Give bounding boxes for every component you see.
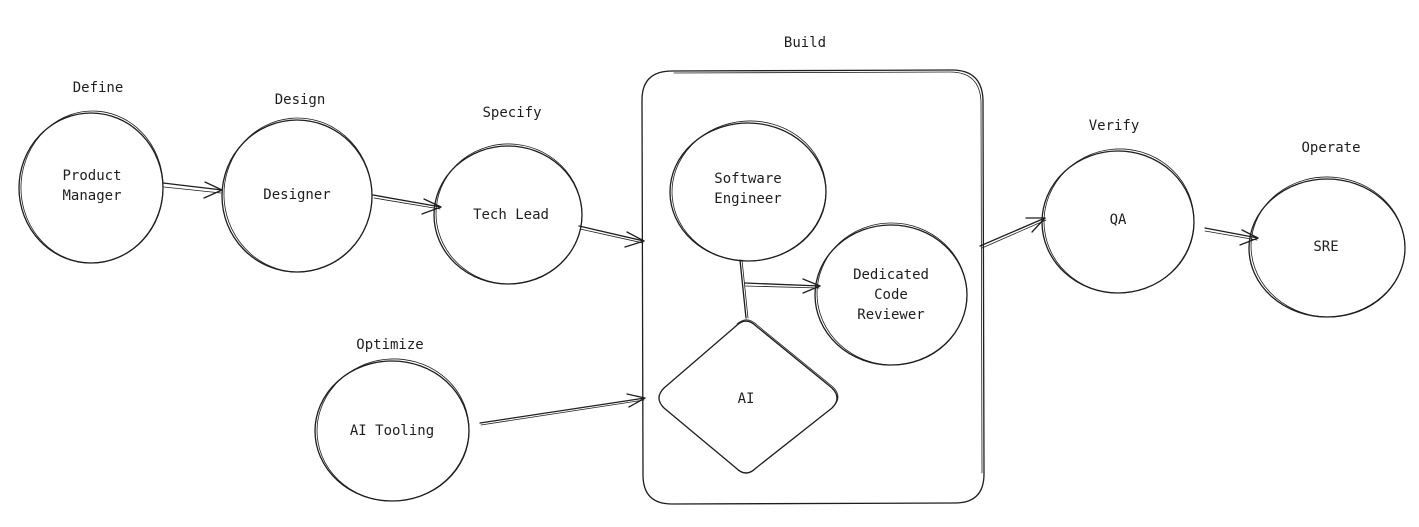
node-product-manager-line-1: Product bbox=[62, 168, 122, 184]
node-designer-line-1: Designer bbox=[263, 187, 331, 203]
node-code-reviewer-line-1: Dedicated bbox=[853, 267, 929, 283]
node-qa: QA bbox=[1110, 210, 1127, 230]
node-ai: AI bbox=[738, 389, 755, 409]
node-software-engineer-line-1: Software bbox=[714, 171, 782, 187]
node-sre-line-1: SRE bbox=[1313, 239, 1339, 255]
node-code-reviewer-line-2: Code bbox=[874, 287, 908, 303]
node-ai-tooling-line-1: AI Tooling bbox=[349, 423, 435, 439]
product-manager-circle bbox=[18, 110, 164, 264]
sre-circle bbox=[1248, 176, 1406, 318]
stage-label-verify: Verify bbox=[1088, 118, 1140, 134]
designer-circle bbox=[221, 117, 373, 273]
ai-diamond bbox=[658, 319, 839, 474]
node-code-reviewer-line-3: Reviewer bbox=[857, 307, 925, 323]
node-product-manager-line-2: Manager bbox=[62, 188, 122, 204]
stage-label-operate: Operate bbox=[1301, 140, 1361, 156]
node-code-reviewer: Dedicated Code Reviewer bbox=[853, 265, 929, 325]
node-sre: SRE bbox=[1313, 237, 1338, 257]
stage-label-optimize: Optimize bbox=[356, 337, 424, 353]
stage-label-specify: Specify bbox=[482, 105, 542, 121]
build-container bbox=[641, 69, 985, 505]
connector-engineer-to-ai bbox=[739, 259, 749, 319]
node-tech-lead-line-1: Tech Lead bbox=[473, 207, 549, 223]
software-engineer-circle bbox=[669, 120, 827, 262]
arrow-aitooling-to-build bbox=[479, 393, 646, 426]
node-designer: Designer bbox=[263, 185, 330, 205]
node-qa-line-1: QA bbox=[1109, 212, 1127, 228]
arrow-pm-to-designer bbox=[162, 181, 223, 199]
ai-tooling-circle bbox=[314, 358, 470, 502]
stage-label-build: Build bbox=[783, 35, 827, 51]
arrow-designer-to-techlead bbox=[372, 194, 442, 215]
node-ai-tooling: AI Tooling bbox=[350, 421, 434, 441]
node-software-engineer-line-2: Engineer bbox=[714, 191, 782, 207]
arrow-qa-to-sre bbox=[1204, 227, 1259, 246]
node-software-engineer: Software Engineer bbox=[714, 169, 781, 209]
stage-label-design: Design bbox=[274, 92, 326, 108]
arrow-build-to-qa bbox=[979, 217, 1047, 249]
arrow-techlead-to-build bbox=[578, 225, 645, 248]
node-tech-lead: Tech Lead bbox=[473, 205, 549, 225]
stage-label-define: Define bbox=[72, 80, 124, 96]
node-ai-line-1: AI bbox=[737, 391, 755, 407]
arrow-to-code-reviewer bbox=[744, 278, 821, 294]
node-product-manager: Product Manager bbox=[62, 166, 121, 206]
